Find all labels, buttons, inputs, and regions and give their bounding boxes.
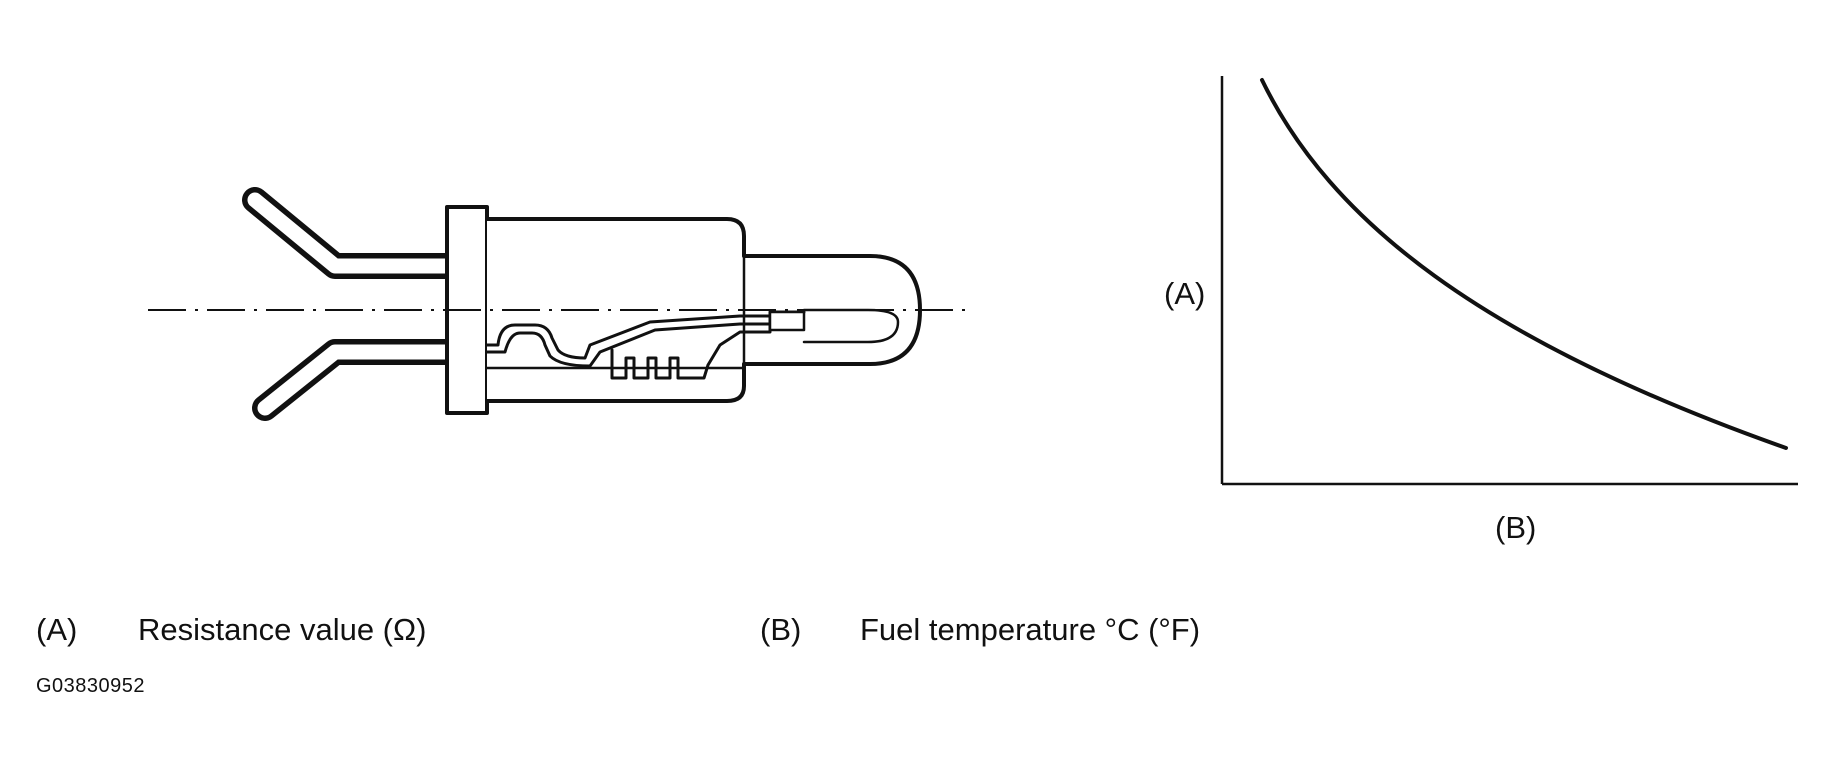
x-axis-label: (B) bbox=[1495, 510, 1537, 545]
figure-id: G03830952 bbox=[36, 675, 146, 697]
resistance-curve bbox=[1260, 78, 1788, 450]
legend-a-key: (A) bbox=[36, 612, 78, 647]
internal-lead-wire bbox=[485, 314, 802, 360]
legend-b-key: (B) bbox=[760, 612, 802, 647]
fuel-temperature-sensor-drawing bbox=[242, 187, 922, 421]
sensor-tip-contact bbox=[768, 310, 806, 332]
resistance-temperature-graph bbox=[1220, 76, 1798, 486]
legend-b-text: Fuel temperature °C (°F) bbox=[860, 612, 1201, 647]
y-axis-label: (A) bbox=[1164, 276, 1206, 311]
thermistor-element bbox=[610, 310, 806, 380]
legend-a-text: Resistance value (Ω) bbox=[138, 612, 427, 647]
